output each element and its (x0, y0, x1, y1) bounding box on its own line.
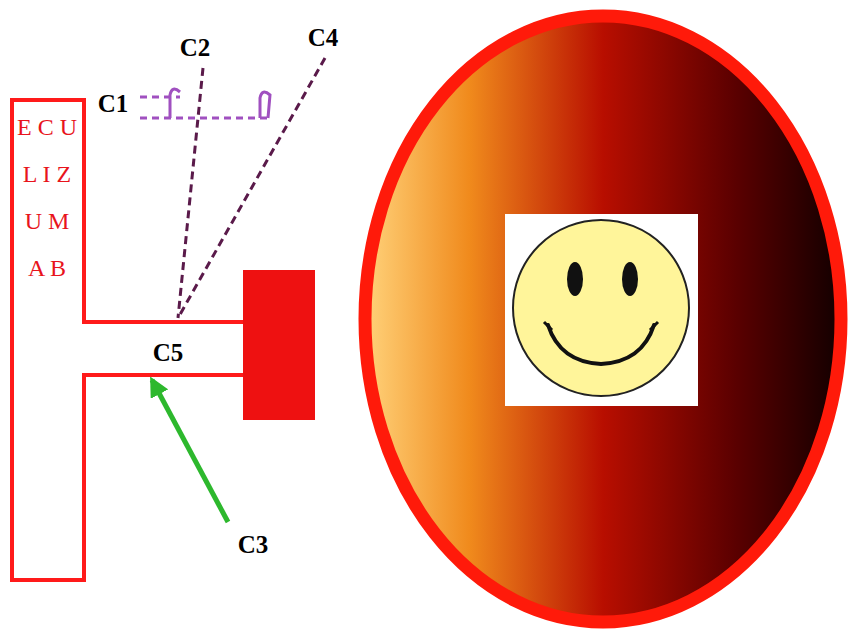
callout-label: C4 (308, 25, 339, 50)
red-blood-cell (365, 16, 841, 622)
callout-label: C2 (180, 35, 211, 60)
callout-label: C1 (98, 91, 129, 116)
callout-label: C3 (238, 532, 269, 557)
antibody-name: E C U L I Z U M A B (14, 104, 80, 292)
callout-label: C5 (153, 340, 184, 365)
binding-site-lines (140, 58, 325, 522)
